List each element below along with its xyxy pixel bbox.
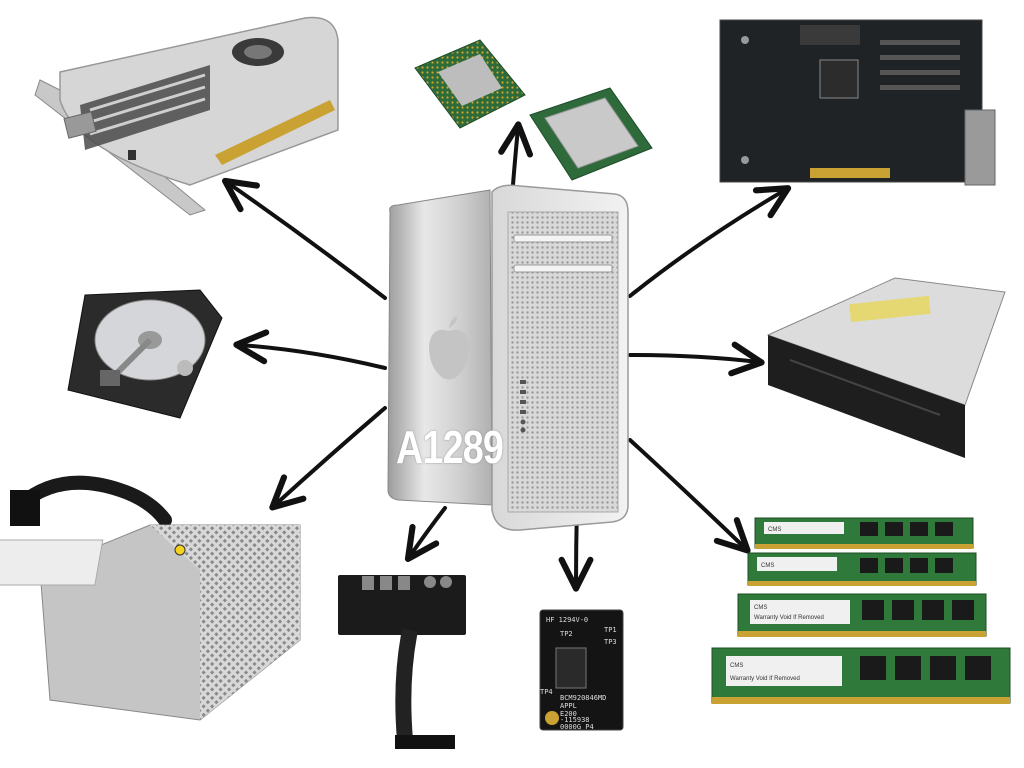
bt-tp3-label: TP3: [604, 638, 617, 646]
bt-lot-label: E200: [560, 710, 577, 718]
optical-drive: [766, 277, 1006, 458]
bt-serial-label: -115938: [560, 716, 590, 724]
arrow-to-logic-board: [628, 185, 792, 298]
optical-slot-2: [513, 264, 613, 273]
arrow-to-graphics-card: [221, 177, 387, 300]
bt-tp1-label: TP1: [604, 626, 617, 634]
ram-brand-2: CMS: [761, 563, 774, 569]
front-ports: [520, 380, 526, 433]
bt-brand-label: APPL: [560, 702, 577, 710]
memory-modules: CMS CMS CMS Warranty Void If Removed CMS…: [711, 517, 1011, 704]
ram-stick-4: CMS Warranty Void If Removed: [711, 647, 1011, 704]
arrow-to-hard-drive: [233, 329, 387, 370]
psu-label: [0, 539, 104, 586]
gpu-dvi-port: [63, 111, 97, 139]
ram-stick-1: CMS: [754, 517, 974, 549]
model-number-label: A1289: [396, 421, 504, 473]
bt-tp2-label: TP2: [560, 630, 573, 638]
ram-stick-3: CMS Warranty Void If Removed: [737, 593, 987, 637]
arrows: [221, 121, 792, 592]
logic-board-pcb: [719, 19, 983, 183]
logic-board-cpu-socket: [819, 59, 859, 99]
ram-stick-2: CMS: [747, 552, 977, 586]
odd-top-cover: [766, 277, 1006, 406]
arrow-to-optical-drive: [628, 341, 765, 377]
bluetooth-card: HF 1294V-0 TP1 TP2 TP3 TP4 BCM920846MD A…: [539, 609, 624, 731]
tower-apple-logo: [429, 316, 469, 380]
ram-brand-1: CMS: [768, 527, 781, 533]
ram-warning-3: Warranty Void If Removed: [754, 615, 824, 621]
odd-front-bezel: [768, 335, 965, 458]
mac-pro-tower: [387, 184, 629, 531]
bt-tp4-label: TP4: [540, 688, 553, 696]
bt-voltage-label: HF 1294V-0: [546, 616, 588, 624]
front-io-board: [338, 575, 466, 749]
ram-warning-4: Warranty Void If Removed: [730, 676, 800, 682]
gpu-gold-contacts: [215, 100, 335, 165]
optical-slot-1: [513, 234, 613, 243]
ram-brand-3: CMS: [754, 605, 767, 611]
logic-board: [719, 19, 996, 186]
arrow-to-power-supply: [269, 406, 387, 511]
power-supply: [0, 475, 301, 721]
bt-chip-label: BCM920846MD: [560, 694, 606, 702]
tower-front-grill: [507, 211, 619, 513]
arrow-to-front-io: [404, 506, 447, 563]
graphics-card: [34, 16, 339, 216]
processors: [414, 39, 653, 181]
front-io-ribbon: [395, 628, 418, 741]
ram-brand-4: CMS: [730, 663, 743, 669]
bt-code-label: 0000G P4: [560, 723, 594, 731]
psu-cable: [13, 475, 172, 527]
arrow-to-memory: [628, 438, 751, 554]
hard-drive: [67, 289, 223, 419]
